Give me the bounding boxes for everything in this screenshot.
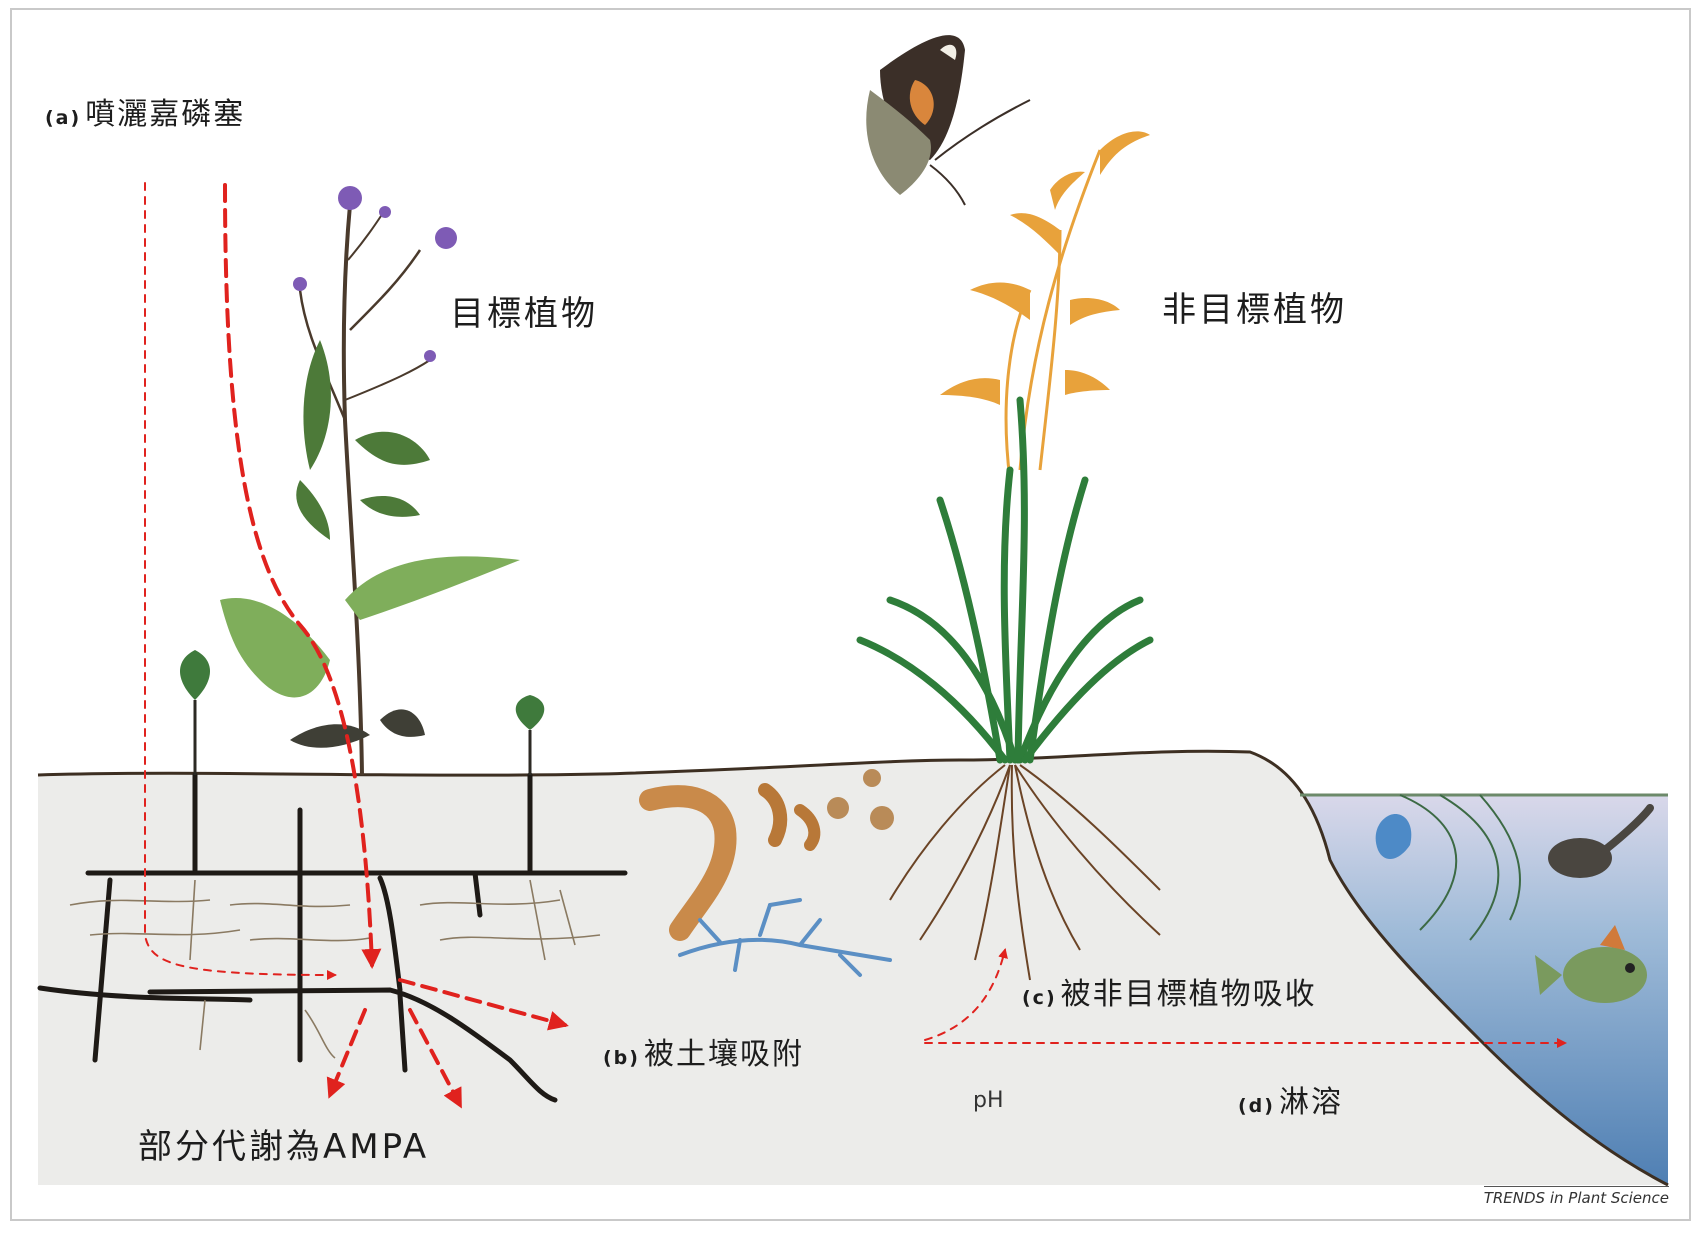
- label-soil-adsorption: (b)被土壤吸附: [603, 1040, 804, 1070]
- arrow-uptake: [924, 948, 1008, 1041]
- soil-surface-line: [37, 749, 1669, 1187]
- label-target-plant: 目標植物: [450, 294, 598, 334]
- label-uptake-text: 被非目標植物吸收: [1060, 977, 1317, 1012]
- soil-particle: [870, 806, 894, 830]
- arrow-down-left: [326, 1008, 367, 1099]
- arrow-to-b: [398, 978, 569, 1031]
- fungi-icon: [678, 898, 892, 977]
- arrow-spray-plant: [223, 183, 382, 969]
- flow-arrows: [144, 182, 1567, 1109]
- arrow-down-right: [408, 1008, 462, 1109]
- label-metabolite: 部分代謝為AMPA: [138, 1127, 430, 1167]
- frog-icon: [1375, 814, 1412, 860]
- fine-roots: [69, 879, 601, 1059]
- thistle-icon: [180, 186, 545, 776]
- soil-particle: [863, 769, 881, 787]
- butterfly-icon: [866, 35, 1031, 206]
- source-credit: TRENDS in Plant Science: [1483, 1186, 1669, 1207]
- label-leaching-tag: (d): [1238, 1095, 1275, 1117]
- label-uptake: (c)被非目標植物吸收: [1022, 980, 1317, 1010]
- label-spray: (a)噴灑嘉磷塞: [45, 100, 245, 130]
- fish-icon: [1535, 925, 1647, 1003]
- label-soil-tag: (b): [603, 1047, 640, 1069]
- label-soil-text: 被土壤吸附: [643, 1037, 804, 1072]
- grass-icon: [856, 131, 1161, 981]
- label-nontarget-plant: 非目標植物: [1162, 290, 1347, 330]
- label-spray-tag: (a): [45, 107, 82, 129]
- label-ph: pH: [973, 1088, 1004, 1113]
- label-spray-text: 噴灑嘉磷塞: [85, 97, 246, 132]
- water-body: [1300, 795, 1668, 1185]
- label-leaching: (d)淋溶: [1238, 1088, 1343, 1118]
- label-leaching-text: 淋溶: [1278, 1085, 1343, 1120]
- arrow-spray-soil: [144, 182, 337, 980]
- worm-icon: [639, 783, 821, 941]
- soil-particle: [827, 797, 849, 819]
- water-weed: [1399, 794, 1521, 941]
- label-uptake-tag: (c): [1022, 987, 1057, 1009]
- tadpole-icon: [1548, 804, 1654, 878]
- rhizome-network: [37, 772, 628, 1103]
